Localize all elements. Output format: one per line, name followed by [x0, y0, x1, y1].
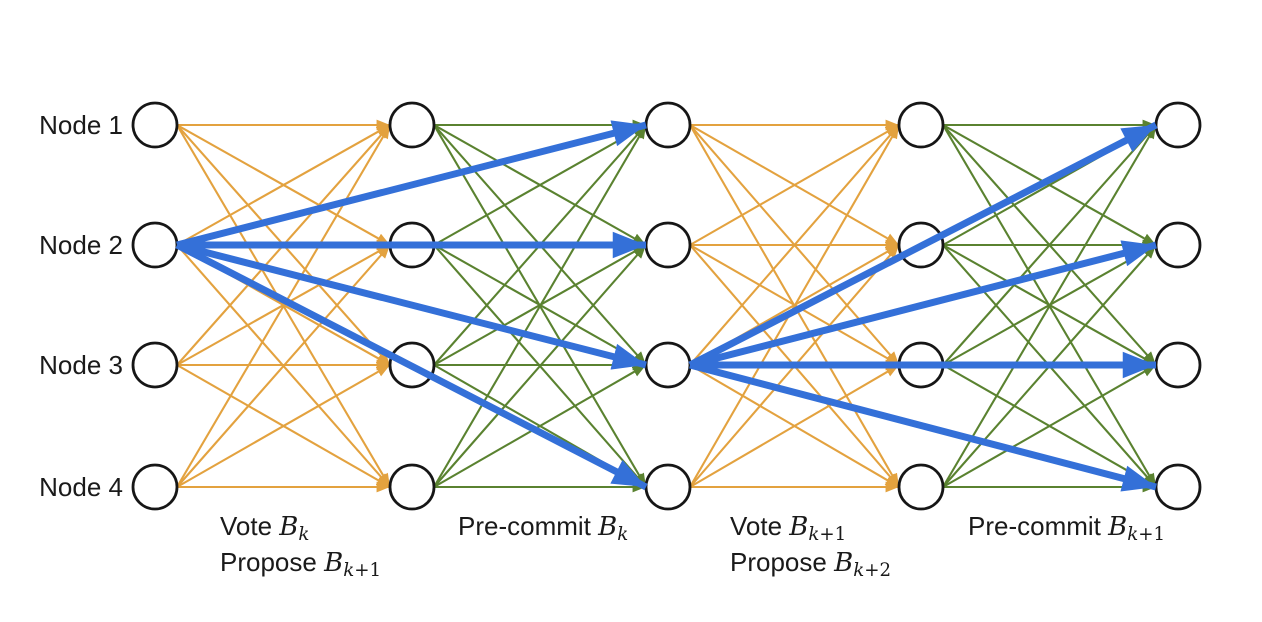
- vote-propose-k1-edge-4-to-3: [689, 364, 900, 488]
- phase-3-line-1: Vote Bk+1: [730, 511, 847, 546]
- node2-commit-broadcast-to-row1: [176, 120, 647, 249]
- phase-4-line-1: Pre-commit Bk+1: [968, 511, 1166, 546]
- pre-commit-k-edge-4-to-2: [433, 244, 647, 488]
- node-circle-col5-row2: [1154, 221, 1202, 269]
- phase-1-label: Vote Bk Propose Bk+1: [220, 508, 382, 582]
- phase-1-line-2: Propose Bk+1: [220, 547, 382, 582]
- pre-commit-k1-edge-4-to-3: [942, 364, 1157, 488]
- node-circle-col3-row3: [644, 341, 692, 389]
- node3-commit-broadcast-to-row2: [689, 240, 1157, 369]
- node-circle-col5-row3: [1154, 341, 1202, 389]
- node-2-label: Node 2: [39, 230, 123, 260]
- node-circle-col1-row2: [131, 221, 179, 269]
- phase-3-line-2: Propose Bk+2: [730, 547, 892, 582]
- node-circle-col1-row3: [131, 341, 179, 389]
- vote-propose-k-edge-4-to-3: [176, 364, 391, 488]
- node3-commit-broadcast-to-row1: [688, 121, 1158, 369]
- pre-commit-k-edge-4-to-1: [433, 124, 647, 488]
- node-4-label: Node 4: [39, 472, 123, 502]
- node2-commit-broadcast-to-row4: [175, 241, 648, 491]
- node3-commit-broadcast-to-row4: [689, 361, 1157, 492]
- phase-edges: [176, 119, 1157, 493]
- broadcast-arrows: [175, 120, 1158, 492]
- node-circle-col3-row4: [644, 463, 692, 511]
- node-circle-col4-row1: [897, 101, 945, 149]
- node-circle-col2-row4: [388, 463, 436, 511]
- node-circle-col1-row4: [131, 463, 179, 511]
- vote-propose-k-edge-4-to-1: [176, 124, 391, 488]
- vote-propose-k-edge-2-to-1: [176, 124, 391, 246]
- pre-commit-k1-edge-3-to-1: [942, 124, 1157, 366]
- node-circle-col2-row1: [388, 101, 436, 149]
- node-3-label: Node 3: [39, 350, 123, 380]
- pre-commit-k-edge-4-to-3: [433, 364, 647, 488]
- node-circle-col3-row1: [644, 101, 692, 149]
- pre-commit-k1-edge-4-to-1: [942, 124, 1157, 488]
- phase-1-line-1: Vote Bk: [220, 511, 310, 546]
- vote-propose-k-edge-4-to-2: [176, 244, 391, 488]
- node-circle-col1-row1: [131, 101, 179, 149]
- phase-4-label: Pre-commit Bk+1: [968, 508, 1166, 546]
- phase-3-label: Vote Bk+1 Propose Bk+2: [730, 508, 892, 582]
- node-circle-col5-row1: [1154, 101, 1202, 149]
- node-circle-col3-row2: [644, 221, 692, 269]
- node-circle-col5-row4: [1154, 463, 1202, 511]
- vote-propose-k1-edge-2-to-1: [689, 124, 900, 246]
- node-1-label: Node 1: [39, 110, 123, 140]
- phase-2-line-1: Pre-commit Bk: [458, 511, 629, 546]
- vote-propose-k1-edge-4-to-1: [689, 124, 900, 488]
- node2-commit-broadcast-to-row3: [176, 241, 647, 370]
- node-circle-col4-row4: [897, 463, 945, 511]
- phase-2-label: Pre-commit Bk: [458, 508, 629, 546]
- vote-propose-k1-edge-3-to-1: [689, 124, 900, 366]
